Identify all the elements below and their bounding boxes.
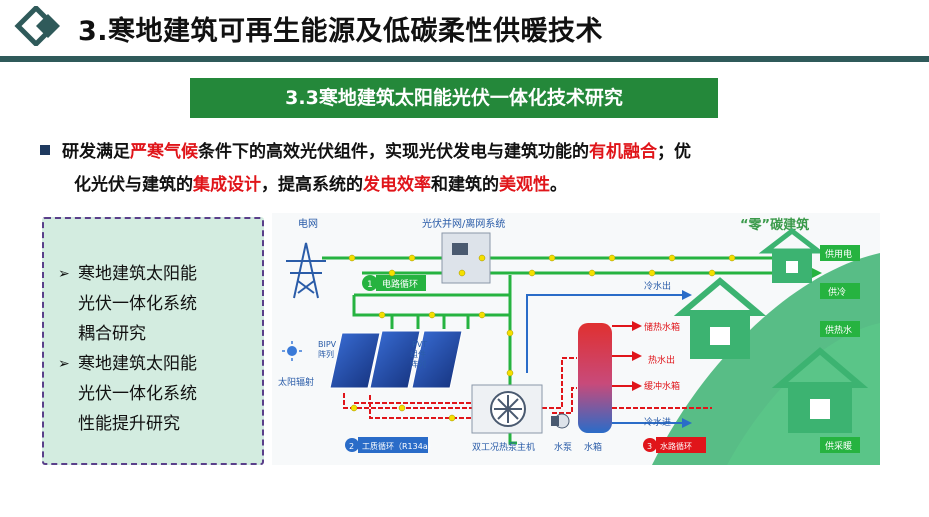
loop3-label: 水路循环 [660, 441, 692, 451]
para-highlight: 严寒气候 [130, 142, 198, 162]
topic-line: 光伏一体化系统 [78, 384, 197, 404]
loop2-number: 2 [349, 442, 354, 451]
label-buffer-tank: 缓冲水箱 [644, 380, 680, 392]
topic-line: 光伏一体化系统 [78, 294, 197, 314]
label-inverter: 光伏并网/离网系统 [422, 217, 505, 230]
loop3-number: 3 [647, 442, 652, 451]
loop2-label: 工质循环（R134a） [362, 441, 436, 451]
bullet-paragraph: 研发满足严寒气候条件下的高效光伏组件，实现光伏发电与建筑功能的有机融合；优 化光… [40, 136, 820, 202]
topic-line: 寒地建筑太阳能 [78, 264, 197, 284]
tag-cooling: 供冷 [828, 286, 846, 298]
system-diagram-svg: 电网 光伏并网/离网系统 “零”碳建筑 [272, 213, 880, 465]
house-icon [673, 277, 767, 359]
supply-tags: 供用电 供冷 供热水 供采暖 [820, 245, 860, 453]
slide-title: 3.寒地建筑可再生能源及低碳柔性供暖技术 [78, 16, 604, 47]
tag-heating: 供采暖 [825, 440, 852, 452]
arrow-bullet-icon: ➢ [58, 356, 70, 372]
label-cold-in: 冷水进 [644, 416, 671, 428]
para-highlight: 有机融合 [589, 142, 657, 162]
water-pump-icon [551, 413, 570, 429]
house-icon [758, 227, 826, 283]
para-text: 化光伏与建筑的 [74, 175, 193, 195]
label-grid: 电网 [298, 217, 318, 230]
para-text: ，提高系统的 [261, 175, 363, 195]
label-solar-radiation: 太阳辐射 [278, 376, 314, 388]
power-tower-icon [286, 242, 326, 299]
header-divider [0, 56, 929, 62]
storage-tank-icon [578, 323, 612, 433]
label-pvt-array: 阵列 [410, 359, 426, 369]
para-text: 条件下的高效光伏组件，实现光伏发电与建筑功能的 [198, 142, 589, 162]
para-line-2: 化光伏与建筑的集成设计，提高系统的发电效率和建筑的美观性。 [40, 169, 820, 202]
node-dots [348, 254, 736, 422]
tag-power: 供用电 [825, 248, 852, 260]
label-bipv: BIPV [318, 340, 337, 349]
water-lines [526, 294, 682, 424]
label-pump: 水泵 [554, 441, 572, 453]
topic-line: 耦合研究 [78, 324, 146, 344]
topic-item: ➢ 寒地建筑太阳能 光伏一体化系统 耦合研究 [58, 259, 252, 349]
para-text: ；优 [657, 142, 691, 162]
pv-panels-icon [329, 330, 463, 389]
label-zero-carbon: “零”碳建筑 [740, 217, 809, 233]
topic-line: 寒地建筑太阳能 [78, 354, 197, 374]
label-hot-out: 热水出 [648, 354, 675, 366]
research-topics-box: ➢ 寒地建筑太阳能 光伏一体化系统 耦合研究 ➢ 寒地建筑太阳能 光伏一体化系统… [42, 217, 264, 465]
diamond-logo-icon [14, 6, 62, 46]
loop1-number: 1 [367, 280, 373, 290]
para-highlight: 集成设计 [193, 175, 261, 195]
label-tank: 水箱 [584, 441, 602, 453]
para-text: 研发满足 [62, 142, 130, 162]
topic-line: 性能提升研究 [78, 414, 180, 434]
system-diagram: 电网 光伏并网/离网系统 “零”碳建筑 [272, 213, 880, 465]
label-cold-out: 冷水出 [644, 280, 671, 292]
section-banner: 3.3寒地建筑太阳能光伏一体化技术研究 [190, 78, 718, 118]
bullet-square-icon [40, 145, 50, 155]
para-highlight: 发电效率 [363, 175, 431, 195]
label-pvt: PVT [412, 340, 427, 349]
topic-item: ➢ 寒地建筑太阳能 光伏一体化系统 性能提升研究 [58, 349, 252, 439]
label-storage-tank: 储热水箱 [644, 321, 680, 333]
tag-hot-water: 供热水 [825, 324, 852, 336]
slide-header: 3.寒地建筑可再生能源及低碳柔性供暖技术 [0, 0, 929, 58]
sun-icon [282, 341, 302, 361]
para-text: 和建筑的 [431, 175, 499, 195]
para-highlight: 美观性 [499, 175, 550, 195]
arrow-bullet-icon: ➢ [58, 266, 70, 282]
label-pvt-module: 组件 [410, 349, 426, 359]
label-heat-pump: 双工况热泵主机 [472, 441, 535, 453]
label-bipv-array: 阵列 [318, 349, 334, 359]
para-text: 。 [550, 175, 567, 195]
loop1-label: 电路循环 [382, 278, 418, 290]
refrigerant-lines [343, 357, 712, 419]
house-icon [771, 347, 869, 433]
